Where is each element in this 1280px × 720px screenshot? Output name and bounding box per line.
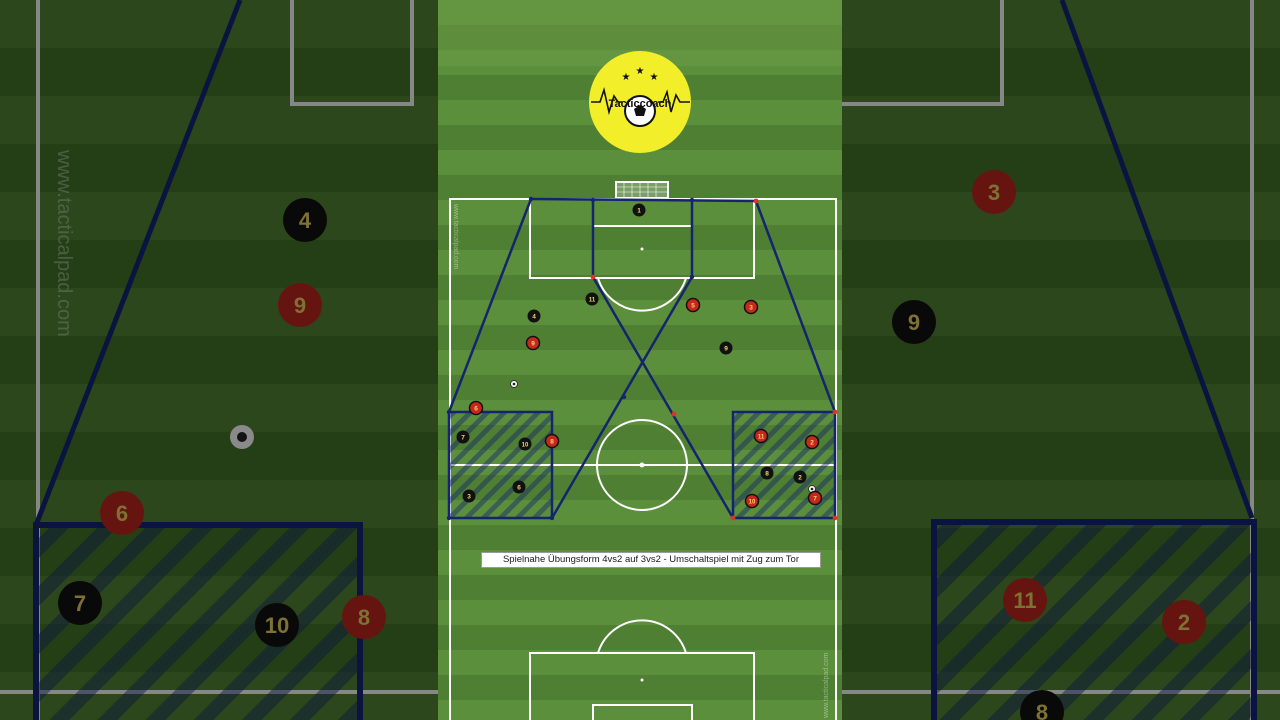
svg-text:6: 6	[116, 501, 128, 526]
svg-text:2: 2	[798, 475, 802, 482]
player-black: 7	[456, 430, 470, 444]
svg-text:1: 1	[637, 208, 641, 215]
star-icon: ★	[636, 66, 645, 77]
svg-text:9: 9	[294, 293, 306, 318]
player-red: 8	[544, 433, 560, 449]
svg-text:3: 3	[467, 494, 471, 501]
player-black: 2	[793, 470, 807, 484]
right-background-panel: 3 9 11 2 8	[842, 0, 1280, 720]
left-square-zone	[447, 410, 554, 520]
player-black: 10	[518, 437, 532, 451]
svg-text:9: 9	[724, 346, 728, 353]
player-red: 2	[804, 434, 820, 450]
goal-net	[615, 181, 669, 199]
player-black: 8	[760, 466, 774, 480]
watermark-bottom: www.tacticalpad.com	[823, 652, 830, 719]
players: 1 4 9 11 5 3 9 6 7 10 8 3 6 11 2 8 2 10	[456, 203, 823, 509]
side-player-black: 10	[255, 603, 299, 647]
soccer-ball-icon	[230, 425, 254, 449]
svg-text:10: 10	[522, 443, 529, 449]
star-icon: ★	[622, 72, 631, 83]
svg-text:10: 10	[265, 613, 289, 638]
left-watermark: www.tacticalpad.com	[53, 149, 75, 337]
player-black: 9	[719, 341, 733, 355]
tactics-board: www.tacticalpad.com www.tacticalpad.com …	[438, 0, 842, 720]
svg-text:11: 11	[758, 435, 765, 441]
star-icon: ★	[650, 72, 659, 83]
player-red: 9	[525, 335, 541, 351]
svg-text:10: 10	[749, 500, 756, 506]
svg-text:7: 7	[74, 591, 86, 616]
player-black: 11	[585, 292, 599, 306]
exercise-caption: Spielnahe Übungsform 4vs2 auf 3vs2 - Ums…	[481, 552, 821, 568]
side-player-black: 9	[892, 300, 936, 344]
tacticcoach-logo: ★ ★ ★ Tacticcoach	[589, 51, 691, 153]
side-player-black: 8	[1020, 690, 1064, 720]
svg-text:3: 3	[988, 180, 1000, 205]
side-player-black: 7	[58, 581, 102, 625]
svg-text:8: 8	[765, 471, 769, 478]
side-player-red: 11	[1003, 578, 1047, 622]
svg-text:8: 8	[550, 439, 554, 446]
soccer-ball-icon	[510, 380, 518, 388]
left-background-panel: www.tacticalpad.com 4 9 6 7 10 8	[0, 0, 438, 720]
svg-text:8: 8	[1036, 700, 1048, 720]
svg-text:8: 8	[358, 605, 370, 630]
side-player-red: 6	[100, 491, 144, 535]
svg-text:6: 6	[517, 485, 521, 492]
svg-text:4: 4	[532, 314, 536, 321]
player-red: 3	[743, 299, 759, 315]
side-player-red: 3	[972, 170, 1016, 214]
svg-text:2: 2	[1178, 610, 1190, 635]
player-black: 4	[527, 309, 541, 323]
svg-text:4: 4	[299, 208, 312, 233]
svg-text:2: 2	[810, 440, 814, 447]
svg-text:6: 6	[474, 406, 478, 413]
svg-text:11: 11	[589, 298, 596, 304]
player-red: 5	[685, 297, 701, 313]
side-player-black: 4	[283, 198, 327, 242]
player-black: 1	[632, 203, 646, 217]
pitch-svg: www.tacticalpad.com www.tacticalpad.com …	[438, 0, 842, 720]
player-black: 3	[462, 489, 476, 503]
player-black: 6	[512, 480, 526, 494]
player-red: 11	[753, 428, 769, 444]
player-red: 6	[468, 400, 484, 416]
side-player-red: 2	[1162, 600, 1206, 644]
watermark-top: www.tacticalpad.com	[452, 203, 459, 270]
svg-text:9: 9	[531, 341, 535, 348]
svg-text:5: 5	[691, 303, 695, 310]
svg-text:11: 11	[1013, 588, 1036, 613]
svg-text:7: 7	[461, 435, 465, 442]
svg-text:3: 3	[749, 305, 753, 312]
side-player-red: 9	[278, 283, 322, 327]
svg-text:9: 9	[908, 310, 920, 335]
logo-text: Tacticcoach	[609, 98, 672, 110]
side-player-red: 8	[342, 595, 386, 639]
player-red: 7	[807, 490, 823, 506]
svg-text:7: 7	[813, 496, 817, 503]
player-red: 10	[744, 493, 760, 509]
